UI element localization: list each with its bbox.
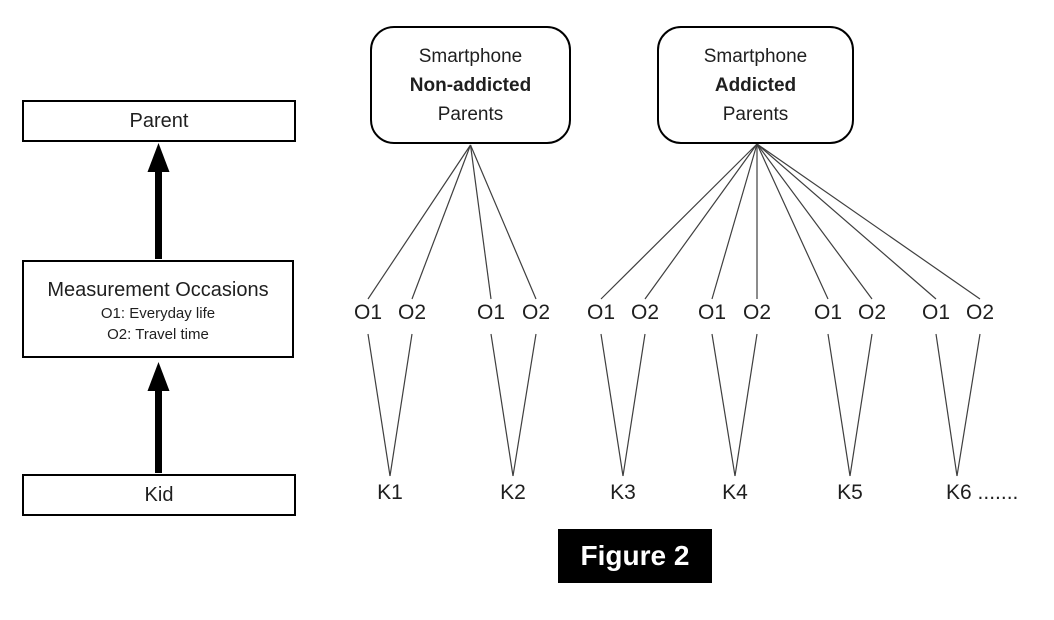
kid-box-label: Kid bbox=[144, 483, 174, 506]
figure-caption-text: Figure 2 bbox=[580, 540, 690, 571]
measurement-to-parent-arrow bbox=[147, 143, 170, 259]
measurement-box-title: Measurement Occasions bbox=[47, 279, 269, 301]
kid-label: K5 bbox=[837, 481, 863, 504]
nonaddicted-box-line1: Smartphone bbox=[418, 46, 523, 67]
occasion-label: O2 bbox=[742, 301, 772, 324]
parent-box-label: Parent bbox=[129, 109, 189, 132]
nonaddicted-box-line3: Parents bbox=[437, 104, 504, 125]
occasion-label: O2 bbox=[521, 301, 551, 324]
nonaddicted-box-line2: Non-addicted bbox=[409, 75, 532, 96]
nonaddicted-parents-box: Smartphone Non-addicted Parents bbox=[370, 26, 571, 144]
occasion-label: O1 bbox=[353, 301, 383, 324]
kid-box: Kid bbox=[22, 474, 296, 516]
measurement-occasion1-label: O1: Everyday life bbox=[100, 305, 216, 322]
kid-label: K2 bbox=[500, 481, 526, 504]
measurement-occasion2-label: O2: Travel time bbox=[107, 326, 209, 343]
occasion-label: O1 bbox=[697, 301, 727, 324]
addicted-box-line2: Addicted bbox=[714, 75, 797, 96]
addicted-box-line3: Parents bbox=[722, 104, 789, 125]
occasion-label: O2 bbox=[965, 301, 995, 324]
occasion-label: O1 bbox=[476, 301, 506, 324]
occasion-label: O2 bbox=[397, 301, 427, 324]
addicted-fan-lines bbox=[600, 143, 981, 300]
occasion-label: O1 bbox=[921, 301, 951, 324]
occasion-to-kid-lines bbox=[367, 333, 981, 477]
kid-label: K6 ....... bbox=[946, 481, 1019, 504]
kid-label: K1 bbox=[377, 481, 403, 504]
occasion-label: O1 bbox=[813, 301, 843, 324]
kid-label: K4 bbox=[722, 481, 748, 504]
occasion-label: O1 bbox=[586, 301, 616, 324]
addicted-parents-box: Smartphone Addicted Parents bbox=[657, 26, 854, 144]
occasion-label: O2 bbox=[857, 301, 887, 324]
figure-caption: Figure 2 bbox=[558, 529, 712, 583]
kid-to-measurement-arrow bbox=[147, 362, 170, 473]
measurement-occasions-box: Measurement Occasions O1: Everyday life … bbox=[22, 260, 294, 358]
occasion-label: O2 bbox=[630, 301, 660, 324]
addicted-box-line1: Smartphone bbox=[703, 46, 808, 67]
kid-label: K3 bbox=[610, 481, 636, 504]
nonaddicted-fan-lines bbox=[367, 144, 537, 300]
parent-box: Parent bbox=[22, 100, 296, 142]
